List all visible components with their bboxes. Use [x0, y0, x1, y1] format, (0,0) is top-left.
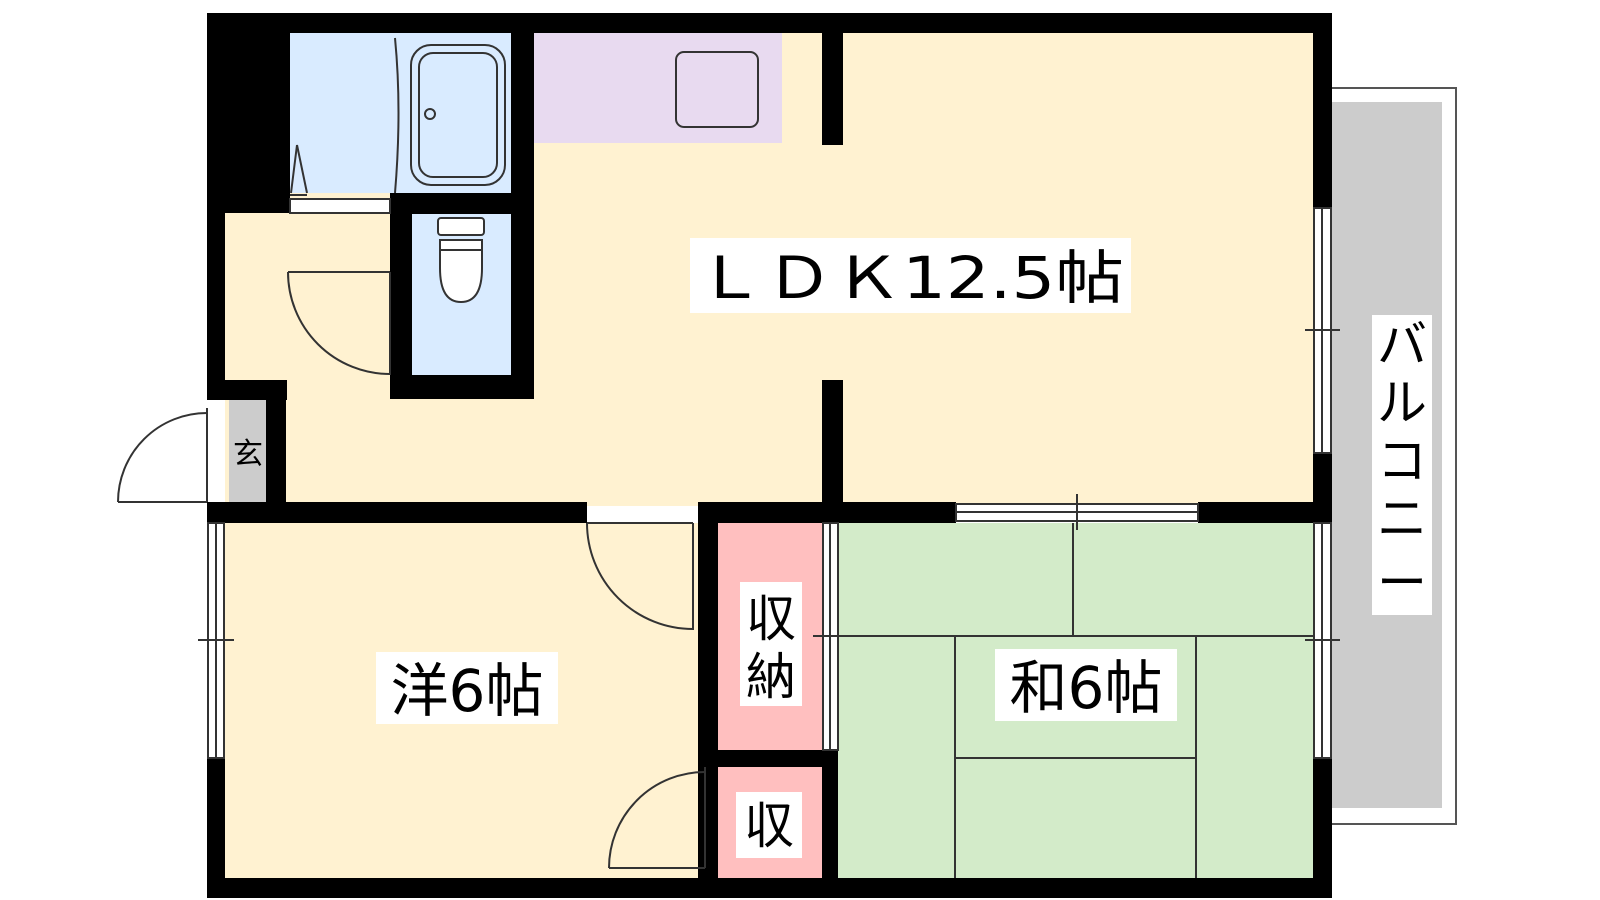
japanese-room-label: 和6帖	[1010, 654, 1163, 722]
japanese-label-bg	[995, 649, 1177, 721]
balcony-label-char: ル	[1377, 374, 1427, 432]
wall-bottom	[207, 878, 1332, 898]
bath-curtain	[394, 37, 400, 194]
wall-bath-block	[225, 33, 290, 213]
wall-toilet-left	[390, 193, 412, 399]
balcony-label-char: ニ	[1377, 490, 1427, 548]
wall-storage-divider	[698, 750, 838, 767]
wall-ldk-pillar-top	[822, 33, 843, 145]
wall-ldk-bottom-left	[207, 502, 587, 523]
doors	[117, 271, 706, 869]
bath-fixtures	[289, 37, 506, 214]
door-storage-arc	[608, 771, 706, 869]
bathtub-icon	[410, 44, 506, 186]
wall-storage-right-lower	[822, 750, 838, 898]
western-label-bg	[376, 652, 558, 724]
wall-ldk-bottom-right	[1198, 502, 1332, 523]
storage-large-label-bg	[740, 582, 802, 706]
wall-storage-left	[698, 502, 718, 898]
balcony-label-char: バ	[1377, 316, 1427, 374]
ldk-label-bg	[690, 238, 1131, 313]
wall-right-upper	[1313, 13, 1332, 208]
windows	[198, 207, 1340, 759]
walls	[207, 13, 1332, 898]
bath-door	[289, 198, 391, 214]
door-entrance-arc	[117, 412, 208, 503]
door-western-arc	[586, 522, 694, 630]
wall-toilet-bottom	[390, 375, 534, 399]
storage-small-label-bg	[736, 792, 802, 858]
wall-left-lower	[207, 758, 225, 898]
storage-large-label: 収	[746, 590, 796, 648]
balcony-label-char: ー	[1377, 554, 1427, 612]
wall-bath-bottom	[390, 193, 511, 214]
wall-ldk-pillar-bottom	[822, 380, 843, 523]
entrance-floor	[229, 400, 266, 502]
wall-bath-right	[511, 33, 534, 399]
bath-floor	[290, 33, 511, 193]
door-toilet-arc	[287, 271, 391, 375]
storage-small-label: 収	[744, 797, 794, 855]
wall-top	[207, 13, 1332, 33]
toilet-icon	[437, 217, 485, 304]
storage-large-label: 納	[746, 648, 796, 706]
tatami-lines	[838, 523, 1313, 878]
balcony-label-bg	[1372, 315, 1432, 615]
balcony: バ ル コ ニ ー	[1301, 87, 1457, 825]
wall-right-lower	[1313, 758, 1332, 898]
western-room-label: 洋6帖	[391, 657, 544, 725]
balcony-label-char: コ	[1377, 432, 1427, 490]
sink-icon	[675, 51, 759, 128]
wall-left-upper	[207, 13, 225, 383]
ldk-label: ＬＤＫ12.5帖	[696, 244, 1124, 312]
wall-entrance-side	[266, 380, 286, 506]
entrance-label: 玄	[233, 437, 263, 472]
